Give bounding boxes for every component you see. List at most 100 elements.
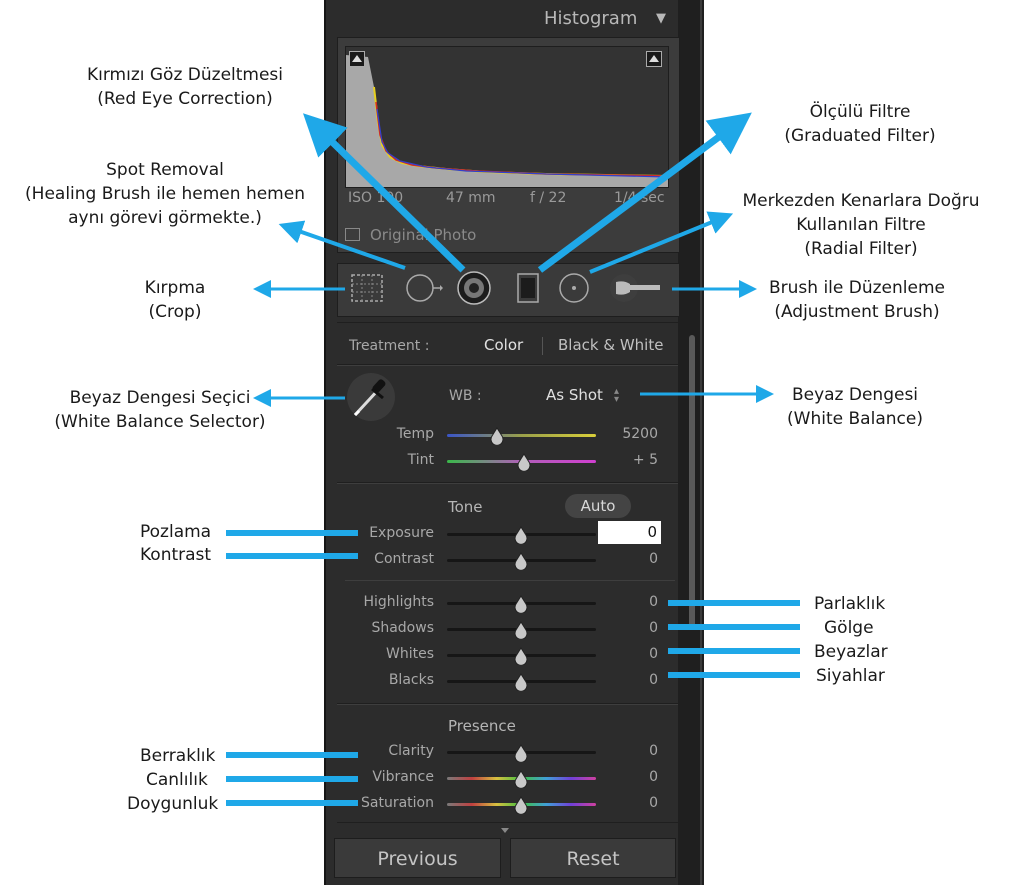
- radial-filter-button[interactable]: [556, 270, 592, 306]
- treatment-label: Treatment :: [349, 338, 430, 354]
- red-eye-button[interactable]: [456, 270, 492, 306]
- annotation-white-balance: Beyaz Dengesi(White Balance): [787, 385, 923, 429]
- whites-value[interactable]: 0: [649, 646, 658, 662]
- annotation-kontrast: Kontrast: [140, 545, 212, 565]
- panel-scrollbar[interactable]: [689, 335, 695, 630]
- highlights-value[interactable]: 0: [649, 594, 658, 610]
- original-photo-label: Original Photo: [370, 226, 477, 244]
- section-divider: [337, 483, 678, 484]
- radial-filter-icon: [559, 273, 589, 303]
- shadows-label: Shadows: [371, 620, 434, 636]
- exposure-label: Exposure: [369, 525, 434, 541]
- adjustment-brush-icon: [610, 274, 660, 302]
- wb-value[interactable]: As Shot: [546, 386, 603, 404]
- temp-slider-track[interactable]: [447, 434, 596, 437]
- histogram-graph: [346, 55, 669, 187]
- adjustment-brush-button[interactable]: [608, 270, 664, 306]
- treatment-separator: [542, 337, 543, 355]
- annotation-beyazlar: Beyazlar: [814, 642, 888, 662]
- pointer-bar-highlights: [668, 600, 800, 606]
- section-divider: [337, 322, 678, 323]
- whites-label: Whites: [385, 646, 434, 662]
- saturation-label: Saturation: [361, 795, 434, 811]
- shadows-value[interactable]: 0: [649, 620, 658, 636]
- vibrance-value[interactable]: 0: [649, 769, 658, 785]
- auto-tone-button[interactable]: Auto: [565, 494, 631, 518]
- treatment-bw-option[interactable]: Black & White: [558, 336, 664, 354]
- annotation-wb-selector: Beyaz Dengesi Seçici(White Balance Selec…: [54, 388, 266, 432]
- tint-label: Tint: [407, 452, 434, 468]
- annotation-spot-removal: Spot Removal(Healing Brush ile hemen hem…: [25, 160, 305, 228]
- annotation-crop: Kırpma(Crop): [144, 278, 206, 322]
- pointer-bar-clarity: [226, 752, 358, 758]
- exposure-value-field[interactable]: 0: [598, 521, 661, 544]
- annotation-pozlama: Pozlama: [140, 522, 212, 542]
- annotation-golge: Gölge: [824, 618, 874, 638]
- panel-right-divider: [700, 0, 702, 885]
- spot-removal-icon: [406, 274, 443, 302]
- crop-tool-button[interactable]: [349, 270, 385, 306]
- clarity-label: Clarity: [388, 743, 434, 759]
- spot-removal-button[interactable]: [403, 270, 443, 306]
- aperture-readout: f / 22: [530, 190, 567, 206]
- pointer-bar-blacks: [668, 672, 800, 678]
- previous-button[interactable]: Previous: [334, 838, 501, 878]
- pointer-bar-shadows: [668, 624, 800, 630]
- graduated-filter-button[interactable]: [510, 270, 546, 306]
- original-photo-checkbox[interactable]: [345, 228, 360, 241]
- annotation-parlaklik: Parlaklık: [814, 594, 886, 614]
- histogram-plot: [345, 46, 669, 188]
- annotation-siyahlar: Siyahlar: [816, 666, 885, 686]
- blacks-value[interactable]: 0: [649, 672, 658, 688]
- pointer-bar-contrast: [226, 553, 358, 559]
- eyedropper-icon: [353, 379, 386, 417]
- shutter-readout: 1/4 sec: [614, 190, 665, 206]
- clarity-value[interactable]: 0: [649, 743, 658, 759]
- white-balance-selector-button[interactable]: [347, 373, 395, 421]
- tint-value[interactable]: + 5: [632, 452, 658, 468]
- contrast-label: Contrast: [374, 551, 434, 567]
- annotation-red-eye: Kırmızı Göz Düzeltmesi(Red Eye Correctio…: [86, 65, 284, 109]
- section-divider: [337, 364, 678, 365]
- panel-left-edge: [324, 0, 326, 885]
- pointer-bar-whites: [668, 648, 800, 654]
- focal-readout: 47 mm: [446, 190, 496, 206]
- annotation-graduated: Ölçülü Filtre(Graduated Filter): [784, 102, 936, 146]
- shadow-clipping-icon[interactable]: [349, 51, 365, 67]
- highlights-label: Highlights: [363, 594, 435, 610]
- pointer-bar-saturation: [226, 800, 358, 806]
- pointer-bar-vibrance: [226, 776, 358, 782]
- section-divider: [337, 703, 678, 704]
- annotation-brush: Brush ile Düzenleme(Adjustment Brush): [769, 278, 945, 322]
- vibrance-label: Vibrance: [372, 769, 434, 785]
- section-divider: [337, 365, 678, 366]
- red-eye-icon: [457, 271, 491, 305]
- temp-value[interactable]: 5200: [622, 426, 658, 442]
- saturation-value[interactable]: 0: [649, 795, 658, 811]
- section-divider: [337, 704, 678, 705]
- iso-readout: ISO 100: [348, 190, 404, 206]
- annotation-berraklik: Berraklık: [140, 746, 216, 766]
- collapse-triangle-icon[interactable]: ▼: [656, 11, 666, 26]
- histogram-title[interactable]: Histogram: [544, 8, 638, 29]
- highlight-clipping-icon[interactable]: [646, 51, 662, 67]
- subsection-divider: [345, 580, 675, 581]
- presence-section-title: Presence: [448, 717, 516, 735]
- graduated-filter-icon: [517, 273, 539, 303]
- treatment-color-option[interactable]: Color: [484, 336, 524, 354]
- annotation-canlilik: Canlılık: [146, 770, 208, 790]
- section-divider: [337, 482, 678, 483]
- wb-label: WB :: [449, 388, 482, 404]
- contrast-value[interactable]: 0: [649, 551, 658, 567]
- reset-button[interactable]: Reset: [510, 838, 676, 878]
- wb-dropdown-icon[interactable]: ▴▾: [614, 386, 620, 405]
- tone-section-title: Tone: [448, 498, 483, 516]
- section-divider: [337, 822, 678, 823]
- pointer-bar-exposure: [226, 530, 358, 536]
- crop-icon: [351, 274, 383, 302]
- panel-end-triangle-icon: [501, 828, 509, 833]
- temp-label: Temp: [396, 426, 434, 442]
- annotation-doygunluk: Doygunluk: [127, 794, 219, 814]
- blacks-label: Blacks: [388, 672, 434, 688]
